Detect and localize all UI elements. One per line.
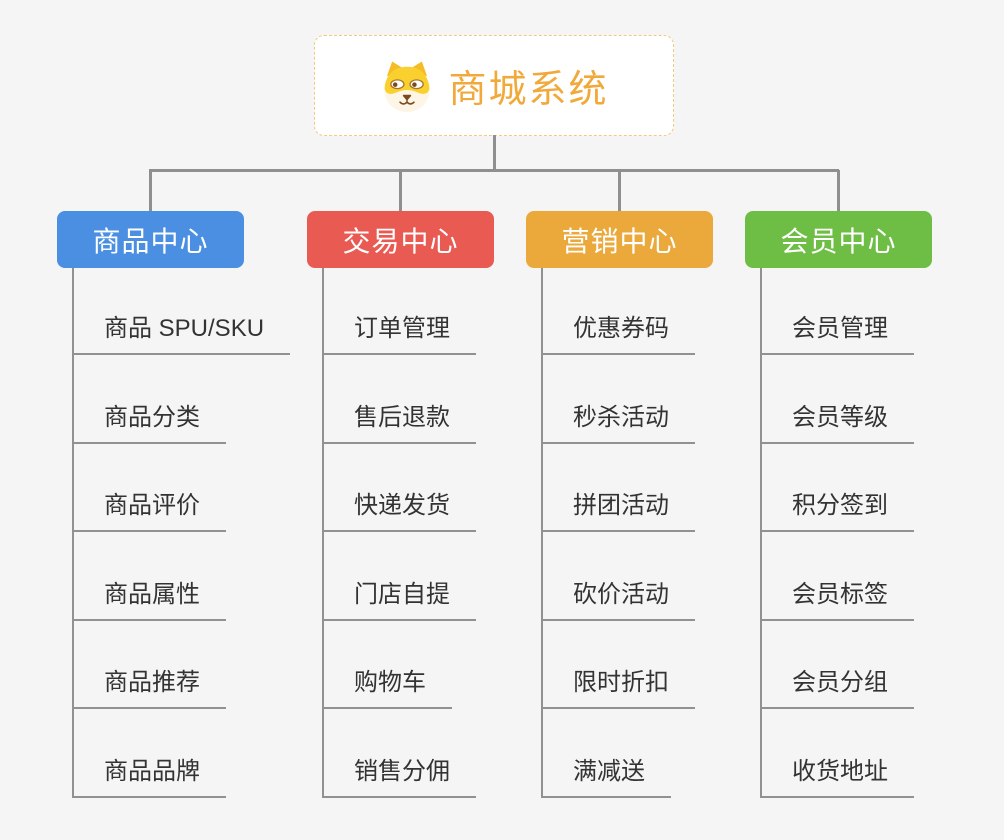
- tree-node[interactable]: 会员标签: [762, 579, 914, 621]
- tree-node[interactable]: 积分签到: [762, 490, 914, 532]
- tree-node[interactable]: 销售分佣: [324, 756, 476, 798]
- tree-node[interactable]: 商品分类: [74, 402, 226, 444]
- connector-root-stub: [493, 135, 496, 170]
- branch-header[interactable]: 会员中心: [745, 211, 932, 268]
- tree-node[interactable]: 拼团活动: [543, 490, 695, 532]
- tree-node[interactable]: 砍价活动: [543, 579, 695, 621]
- tree-node[interactable]: 商品属性: [74, 579, 226, 621]
- branch-header[interactable]: 商品中心: [57, 211, 244, 268]
- shiba-dog-icon: [384, 61, 431, 112]
- tree-node[interactable]: 商品评价: [74, 490, 226, 532]
- connector-drop: [149, 170, 152, 212]
- branch-trade-center: 交易中心 订单管理 售后退款 快递发货 门店自提 购物车 销售分佣: [307, 211, 494, 798]
- branch-items: 商品 SPU/SKU 商品分类 商品评价 商品属性 商品推荐 商品品牌: [72, 268, 291, 798]
- branch-items: 订单管理 售后退款 快递发货 门店自提 购物车 销售分佣: [322, 268, 494, 798]
- branch-member-center: 会员中心 会员管理 会员等级 积分签到 会员标签 会员分组 收货地址: [745, 211, 932, 798]
- tree-node[interactable]: 商品 SPU/SKU: [74, 313, 291, 355]
- root-title: 商城系统: [448, 69, 609, 111]
- tree-node[interactable]: 会员等级: [762, 402, 914, 444]
- tree-node[interactable]: 订单管理: [324, 313, 476, 355]
- tree-node[interactable]: 商品品牌: [74, 756, 226, 798]
- branch-header[interactable]: 交易中心: [307, 211, 494, 268]
- connector-drop: [399, 170, 402, 212]
- tree-node[interactable]: 会员分组: [762, 667, 914, 709]
- root-node[interactable]: 商城系统: [314, 35, 674, 136]
- branch-items: 优惠券码 秒杀活动 拼团活动 砍价活动 限时折扣 满减送: [541, 268, 713, 798]
- tree-node[interactable]: 快递发货: [324, 490, 476, 532]
- connector-drop: [837, 170, 840, 212]
- branch-product-center: 商品中心 商品 SPU/SKU 商品分类 商品评价 商品属性 商品推荐 商品品牌: [57, 211, 291, 798]
- tree-node[interactable]: 秒杀活动: [543, 402, 695, 444]
- tree-node[interactable]: 门店自提: [324, 579, 476, 621]
- tree-node[interactable]: 商品推荐: [74, 667, 226, 709]
- connector-drop: [618, 170, 621, 212]
- tree-node[interactable]: 满减送: [543, 756, 671, 798]
- tree-node[interactable]: 收货地址: [762, 756, 914, 798]
- connector-horizontal: [149, 169, 839, 172]
- tree-node[interactable]: 售后退款: [324, 402, 476, 444]
- branch-marketing-center: 营销中心 优惠券码 秒杀活动 拼团活动 砍价活动 限时折扣 满减送: [526, 211, 713, 798]
- tree-node[interactable]: 限时折扣: [543, 667, 695, 709]
- tree-node[interactable]: 优惠券码: [543, 313, 695, 355]
- tree-node[interactable]: 会员管理: [762, 313, 914, 355]
- tree-node[interactable]: 购物车: [324, 667, 452, 709]
- branch-header[interactable]: 营销中心: [526, 211, 713, 268]
- branch-items: 会员管理 会员等级 积分签到 会员标签 会员分组 收货地址: [760, 268, 932, 798]
